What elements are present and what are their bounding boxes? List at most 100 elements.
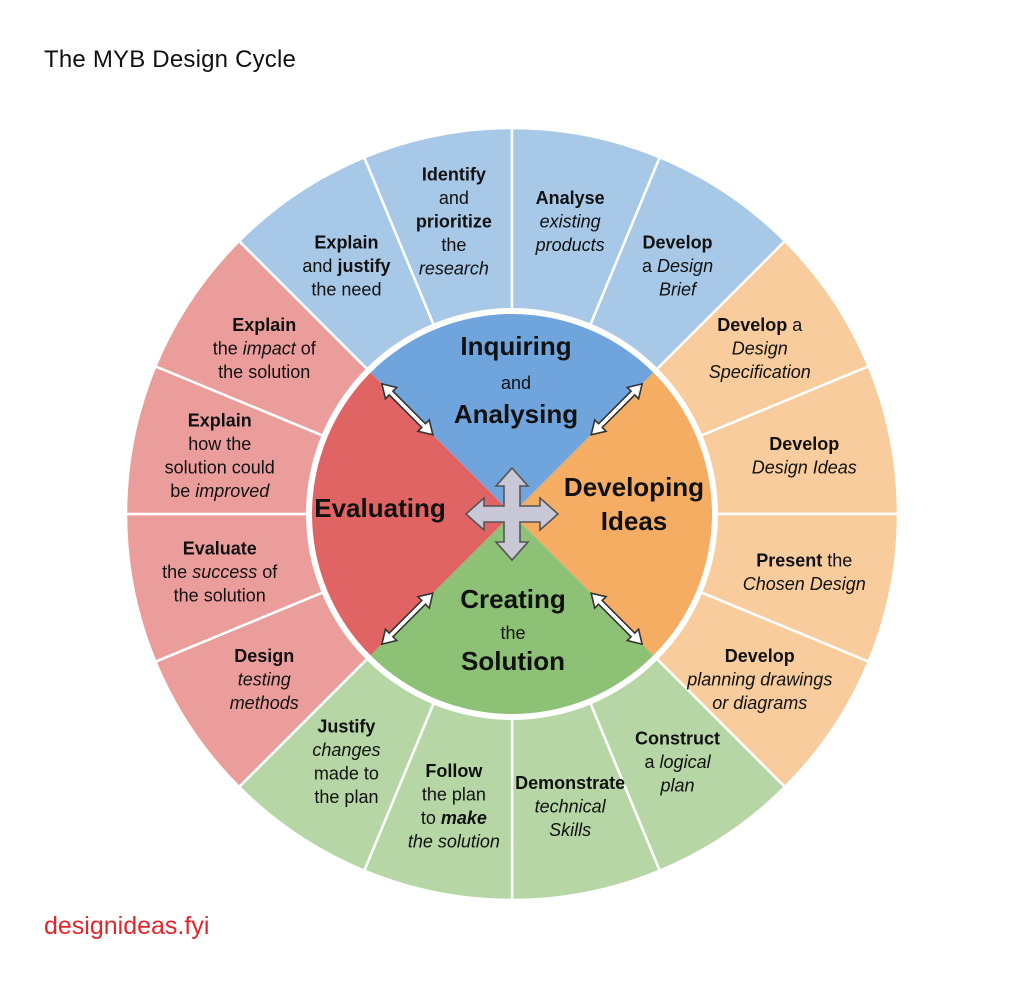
segment-text-run: Demonstrate [515, 773, 625, 793]
segment-text-run: the plan [422, 785, 486, 805]
segment-text-run: make [441, 808, 487, 828]
segment-text-run: a [645, 752, 660, 772]
phase-quadrant-blue [370, 314, 654, 514]
segment-text-run: testing [238, 670, 291, 690]
phase-text-run: the [500, 623, 525, 643]
segment-text-run: Design [657, 256, 713, 276]
segment-text-run: the solution [408, 832, 500, 852]
phase-text-run: Evaluating [314, 493, 445, 523]
segment-text-run: how the [188, 434, 251, 454]
phase-quadrant-green [370, 514, 654, 714]
segment-text-run: the [822, 550, 852, 570]
segment-text-run: of [257, 562, 278, 582]
arrow-creating-evaluating [380, 592, 434, 646]
segment-text-run: Develop [643, 233, 713, 253]
segment-text-run: Follow [425, 761, 483, 781]
segment-text-run: success [192, 562, 257, 582]
segment-text-run: Design [732, 338, 788, 358]
segment-text-run: the plan [314, 787, 378, 807]
segment-text-run: Identify [422, 165, 486, 185]
segment-label-explain-improvement: Explain how the solution could be improved [165, 411, 275, 502]
segment-label-follow-plan-make-solution: Follow the plan to make the solution [408, 761, 500, 852]
segment-text-run: Develop [725, 646, 795, 666]
segment-text-run: of [296, 338, 317, 358]
segment-label-design-testing-methods: Design testing methods [230, 646, 299, 713]
segment-text-run: solution could [165, 458, 275, 478]
phase-text-run: Developing [564, 472, 704, 502]
footer-link[interactable]: designideas.fyi [44, 912, 210, 940]
segment-text-run: Skills [549, 820, 591, 840]
page-title: The MYB Design Cycle [44, 46, 297, 73]
segment-text-run: made to [314, 764, 379, 784]
segment-text-run: planning drawings [686, 670, 832, 690]
inner-circle [312, 314, 712, 714]
outer-ring [124, 126, 900, 902]
segment-text-run: the [162, 562, 192, 582]
segment-text-run: Analyse [536, 188, 605, 208]
segment-text-run: improved [195, 481, 270, 501]
segment-text-run: the solution [218, 362, 310, 382]
segment-text-run: Justify [317, 717, 375, 737]
segment-text-run: existing [540, 212, 601, 232]
segment-text-run: Explain [314, 233, 378, 253]
segment-text-run: Design Ideas [752, 458, 857, 478]
phase-text-run: Ideas [601, 506, 668, 536]
segment-text-run: Develop [769, 434, 839, 454]
segment-text-run: Explain [188, 411, 252, 431]
segment-label-justify-changes: Justify changes made to the plan [312, 717, 380, 808]
segment-text-run: the [213, 338, 243, 358]
segment-label-analyse-existing-products: Analyse existing products [535, 188, 605, 255]
phase-text-run: Analysing [454, 399, 578, 429]
phase-text-run: and [501, 373, 531, 393]
segment-text-run: research [419, 259, 489, 279]
arrow-inquiring-developing [590, 382, 644, 436]
segment-text-run: logical [660, 752, 712, 772]
segment-text-run: Develop [717, 315, 787, 335]
phase-text-run: Inquiring [460, 331, 571, 361]
segment-text-run: a [642, 256, 657, 276]
segment-text-run: Chosen Design [743, 574, 866, 594]
segment-text-run: methods [230, 693, 299, 713]
segment-text-run: prioritize [416, 212, 492, 232]
segment-text-run: changes [312, 740, 380, 760]
segment-label-develop-planning-drawings: Develop planning drawings or diagrams [686, 646, 832, 713]
segment-text-run: the [441, 235, 466, 255]
segment-text-run: Brief [659, 280, 698, 300]
segment-text-run: technical [535, 796, 607, 816]
segment-text-run: Construct [635, 728, 720, 748]
segment-text-run: Design [234, 646, 294, 666]
segment-text-run: justify [336, 256, 390, 276]
segment-text-run: be [170, 481, 195, 501]
phase-label-evaluating: Evaluating [314, 493, 445, 523]
arrow-developing-creating [590, 592, 644, 646]
segment-text-run: Explain [232, 315, 296, 335]
phase-text-run: Creating [460, 584, 565, 614]
cycle-arrows [380, 382, 644, 646]
segment-text-run: a [787, 315, 803, 335]
segment-text-run: to [421, 808, 441, 828]
phase-quadrant-red [312, 372, 512, 656]
segment-text-run: the solution [174, 586, 266, 606]
phase-quadrant-orange [512, 372, 712, 656]
segment-text-run: Evaluate [183, 539, 257, 559]
segment-label-evaluate-success: Evaluate the success of the solution [162, 539, 278, 606]
segment-text-run: the need [311, 280, 381, 300]
segment-text-run: Present [756, 550, 822, 570]
segment-text-run: products [535, 235, 605, 255]
center-four-way-arrow [464, 466, 560, 562]
segment-text-run: or diagrams [712, 693, 807, 713]
